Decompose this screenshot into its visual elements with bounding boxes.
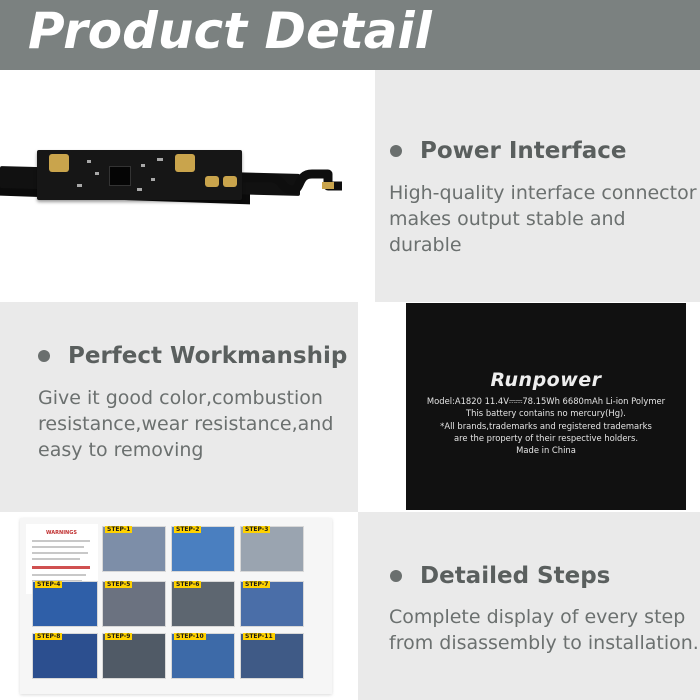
step-tile: STEP-7 — [240, 581, 304, 627]
desc-line: resistance,wear resistance,and — [38, 413, 334, 435]
battery-spec-line: This battery contains no mercury(Hg). — [466, 408, 626, 418]
power-text-panel — [375, 70, 700, 302]
step-tile: STEP-9 — [102, 633, 166, 679]
step-tile: STEP-2 — [171, 526, 235, 572]
power-interface-heading: Power Interface — [390, 138, 626, 164]
step-tile: STEP-10 — [171, 633, 235, 679]
steps-text-panel — [358, 512, 700, 700]
instruction-manual-image: WARNINGS STEP-1 STEP-2 STEP-3 STEP-4 STE… — [20, 518, 332, 694]
workmanship-text-panel — [0, 302, 358, 512]
desc-line: easy to removing — [38, 439, 204, 461]
step-tile: STEP-8 — [32, 633, 98, 679]
battery-spec-line: Made in China — [516, 445, 576, 455]
desc-line: makes output stable and durable — [389, 208, 626, 256]
step-tile: STEP-11 — [240, 633, 304, 679]
detailed-steps-heading: Detailed Steps — [390, 563, 610, 589]
desc-line: Complete display of every step — [389, 606, 686, 628]
desc-line: from disassembly to installation. — [389, 632, 699, 654]
detailed-steps-desc: Complete display of every step from disa… — [389, 604, 699, 656]
step-tile: STEP-6 — [171, 581, 235, 627]
workmanship-heading: Perfect Workmanship — [38, 343, 347, 369]
cable-tail — [242, 169, 342, 194]
detailed-steps-title: Detailed Steps — [420, 563, 611, 589]
workmanship-desc: Give it good color,combustion resistance… — [38, 385, 333, 463]
bullet-dot — [390, 145, 402, 157]
power-interface-desc: High-quality interface connector makes o… — [389, 180, 700, 258]
power-interface-title: Power Interface — [420, 138, 627, 164]
bullet-dot — [38, 350, 50, 362]
battery-image: Runpower Model:A1820 11.4V⎓⎓78.15Wh 6680… — [406, 303, 686, 510]
step-tile: STEP-5 — [102, 581, 166, 627]
bullet-dot — [390, 570, 402, 582]
step-tile: STEP-4 — [32, 581, 98, 627]
desc-line: Give it good color,combustion — [38, 387, 323, 409]
brand-logo: Runpower — [490, 369, 602, 391]
step-tile: STEP-1 — [102, 526, 166, 572]
warnings-heading: WARNINGS — [46, 530, 77, 536]
battery-spec-line: *All brands,trademarks and registered tr… — [440, 421, 652, 431]
header-banner: Product Detail — [0, 0, 700, 70]
step-tile: STEP-3 — [240, 526, 304, 572]
battery-spec-line: Model:A1820 11.4V⎓⎓78.15Wh 6680mAh Li-io… — [426, 396, 666, 406]
workmanship-title: Perfect Workmanship — [68, 343, 348, 369]
page-title: Product Detail — [28, 2, 432, 60]
battery-spec-line: are the property of their respective hol… — [454, 433, 638, 443]
desc-line: High-quality interface connector — [389, 182, 697, 204]
circuit-board — [37, 150, 242, 200]
